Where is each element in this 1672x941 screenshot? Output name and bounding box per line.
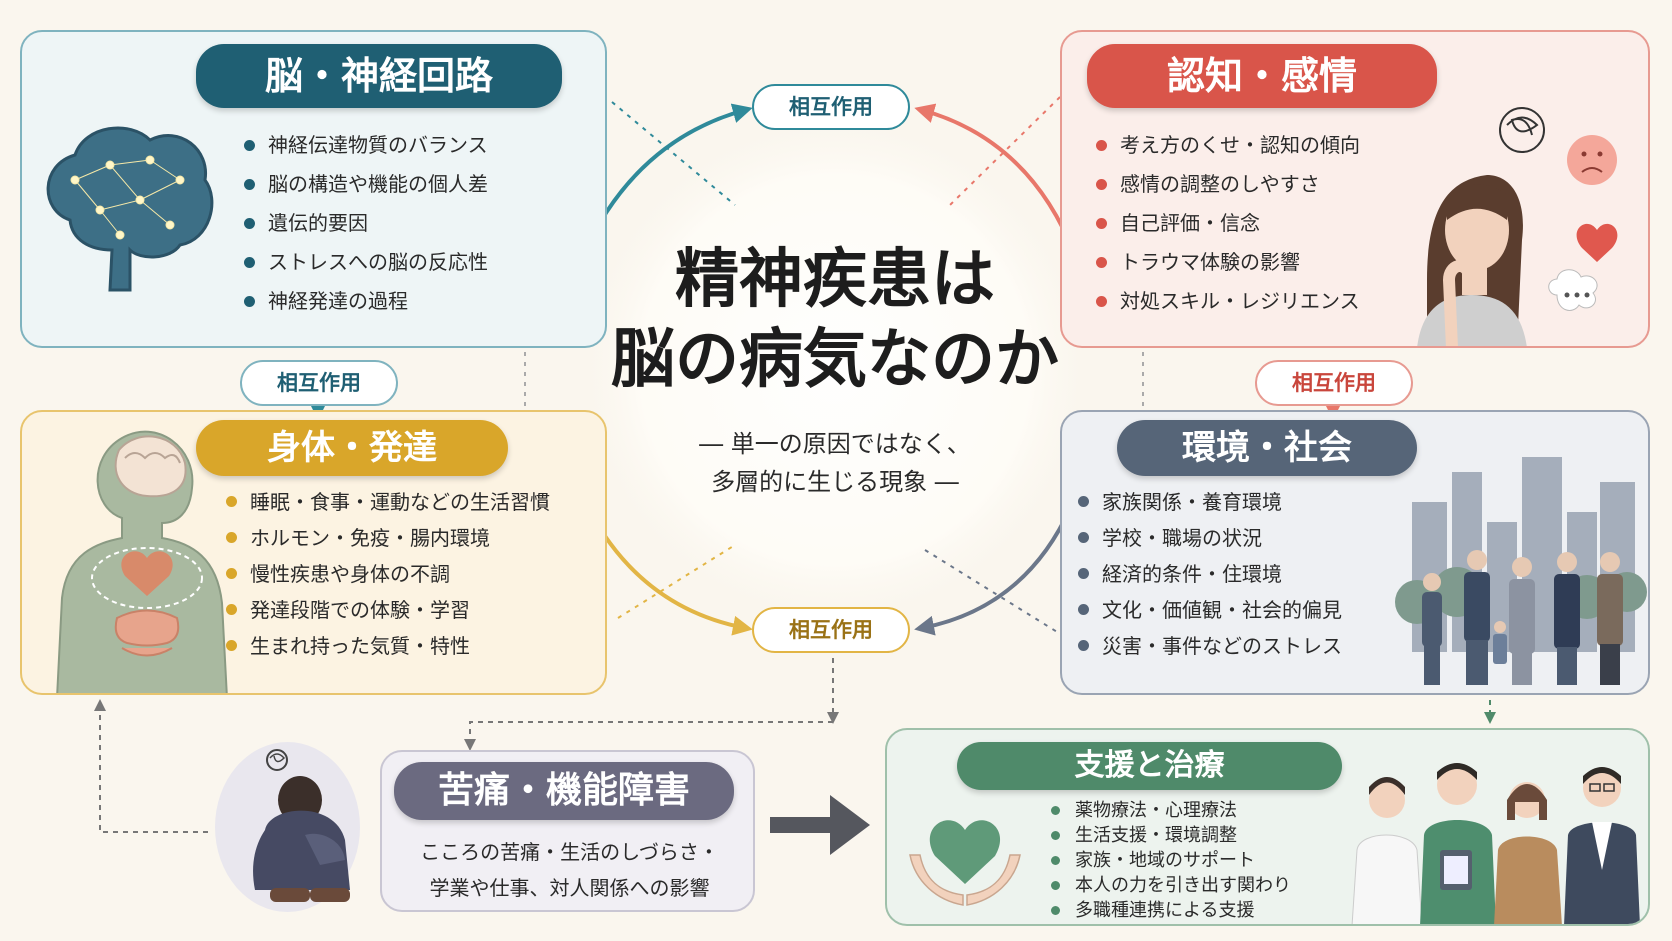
list-item: ホルモン・免疫・腸内環境 [222,520,550,556]
list-item: 感情の調整のしやすさ [1092,165,1360,204]
list-item: 多職種連携による支援 [1047,898,1291,923]
list-item: 災害・事件などのストレス [1074,628,1342,664]
distress-card: 苦痛・機能障害 こころの苦痛・生活のしづらさ・ 学業や仕事、対人関係への影響 [380,750,755,912]
arrow-distress-to-support [770,795,870,855]
list-item: 脳の構造や機能の個人差 [240,165,488,204]
brain-list: 神経伝達物質のバランス 脳の構造や機能の個人差 遺伝的要因 ストレスへの脳の反応… [240,126,488,321]
crouching-person-icon [253,749,350,902]
list-item: 文化・価値観・社会的偏見 [1074,592,1342,628]
interaction-badge-bottom: 相互作用 [752,607,910,653]
distress-description: こころの苦痛・生活のしづらさ・ 学業や仕事、対人関係への影響 [392,834,747,906]
hands-heart-icon [909,820,1021,906]
dotted-link-body [617,544,736,619]
support-card: 支援と治療 薬物療法・心理療法 生活支援・環境調整 家族・地域のサポート 本人の… [885,728,1650,926]
center-title-line2: 脳の病気なのか [611,323,1059,397]
list-item: 本人の力を引き出す関わり [1047,873,1291,898]
list-item: 慢性疾患や身体の不調 [222,556,550,592]
interaction-badge-right: 相互作用 [1255,360,1413,406]
medical-team-icon [1351,763,1640,924]
distress-line1: こころの苦痛・生活のしづらさ・ [420,840,719,864]
list-item: 対処スキル・レジリエンス [1092,282,1360,321]
list-item: 家族・地域のサポート [1047,848,1291,873]
center-subtitle-line1: ― 単一の原因ではなく、 [699,430,971,458]
list-item: 生活支援・環境調整 [1047,823,1291,848]
list-item: ストレスへの脳の反応性 [240,243,488,282]
center-title-line1: 精神疾患は [675,243,995,317]
list-item: 経済的条件・住環境 [1074,556,1342,592]
cognition-title: 認知・感情 [1087,44,1437,108]
interaction-badge-left: 相互作用 [240,360,398,406]
list-item: 学校・職場の状況 [1074,520,1342,556]
cognition-card: 認知・感情 考え方のくせ・認知の傾向 感情の調整のしやすさ 自己評価・信念 トラ… [1060,30,1650,348]
environment-title: 環境・社会 [1117,420,1417,476]
list-item: 発達段階での体験・学習 [222,592,550,628]
list-item: 生まれ持った気質・特性 [222,628,550,664]
dotted-link-brain [611,101,736,206]
environment-list: 家族関係・養育環境 学校・職場の状況 経済的条件・住環境 文化・価値観・社会的偏… [1074,484,1342,664]
brain-network-icon [46,126,214,292]
distress-title: 苦痛・機能障害 [394,762,734,820]
dotted-link-cognition [949,96,1061,206]
list-item: 家族関係・養育環境 [1074,484,1342,520]
city-people-icon [1395,457,1647,685]
center-title: 精神疾患は 脳の病気なのか [585,240,1085,400]
support-list: 薬物療法・心理療法 生活支援・環境調整 家族・地域のサポート 本人の力を引き出す… [1047,798,1291,923]
support-title: 支援と治療 [957,742,1342,790]
list-item: 神経発達の過程 [240,282,488,321]
list-item: 神経伝達物質のバランス [240,126,488,165]
brain-card: 脳・神経回路 神経伝達物質のバランス 脳の構造や機能の個人差 遺伝的要因 ストレ… [20,30,607,348]
list-item: トラウマ体験の影響 [1092,243,1360,282]
list-item: 睡眠・食事・運動などの生活習慣 [222,484,550,520]
list-item: 自己評価・信念 [1092,204,1360,243]
distress-line2: 学業や仕事、対人関係への影響 [429,876,710,900]
flow-to-distress [464,721,833,751]
cognition-list: 考え方のくせ・認知の傾向 感情の調整のしやすさ 自己評価・信念 トラウマ体験の影… [1092,126,1360,321]
list-item: 考え方のくせ・認知の傾向 [1092,126,1360,165]
center-subtitle-line2: 多層的に生じる現象 ― [711,468,959,496]
interaction-badge-top: 相互作用 [752,84,910,130]
environment-card: 環境・社会 家族関係・養育環境 学校・職場の状況 経済的条件・住環境 文化・価値… [1060,410,1650,695]
list-item: 遺伝的要因 [240,204,488,243]
brain-title: 脳・神経回路 [196,44,562,108]
dotted-link-environment [924,549,1063,636]
flow-back-to-body [94,699,208,833]
thinking-woman-icon [1417,107,1618,346]
body-list: 睡眠・食事・運動などの生活習慣 ホルモン・免疫・腸内環境 慢性疾患や身体の不調 … [222,484,550,664]
center-subtitle: ― 単一の原因ではなく、 多層的に生じる現象 ― [620,425,1050,501]
body-card: 身体・発達 睡眠・食事・運動などの生活習慣 ホルモン・免疫・腸内環境 慢性疾患や… [20,410,607,695]
list-item: 薬物療法・心理療法 [1047,798,1291,823]
body-title: 身体・発達 [196,420,508,476]
body-organs-icon [56,430,228,693]
